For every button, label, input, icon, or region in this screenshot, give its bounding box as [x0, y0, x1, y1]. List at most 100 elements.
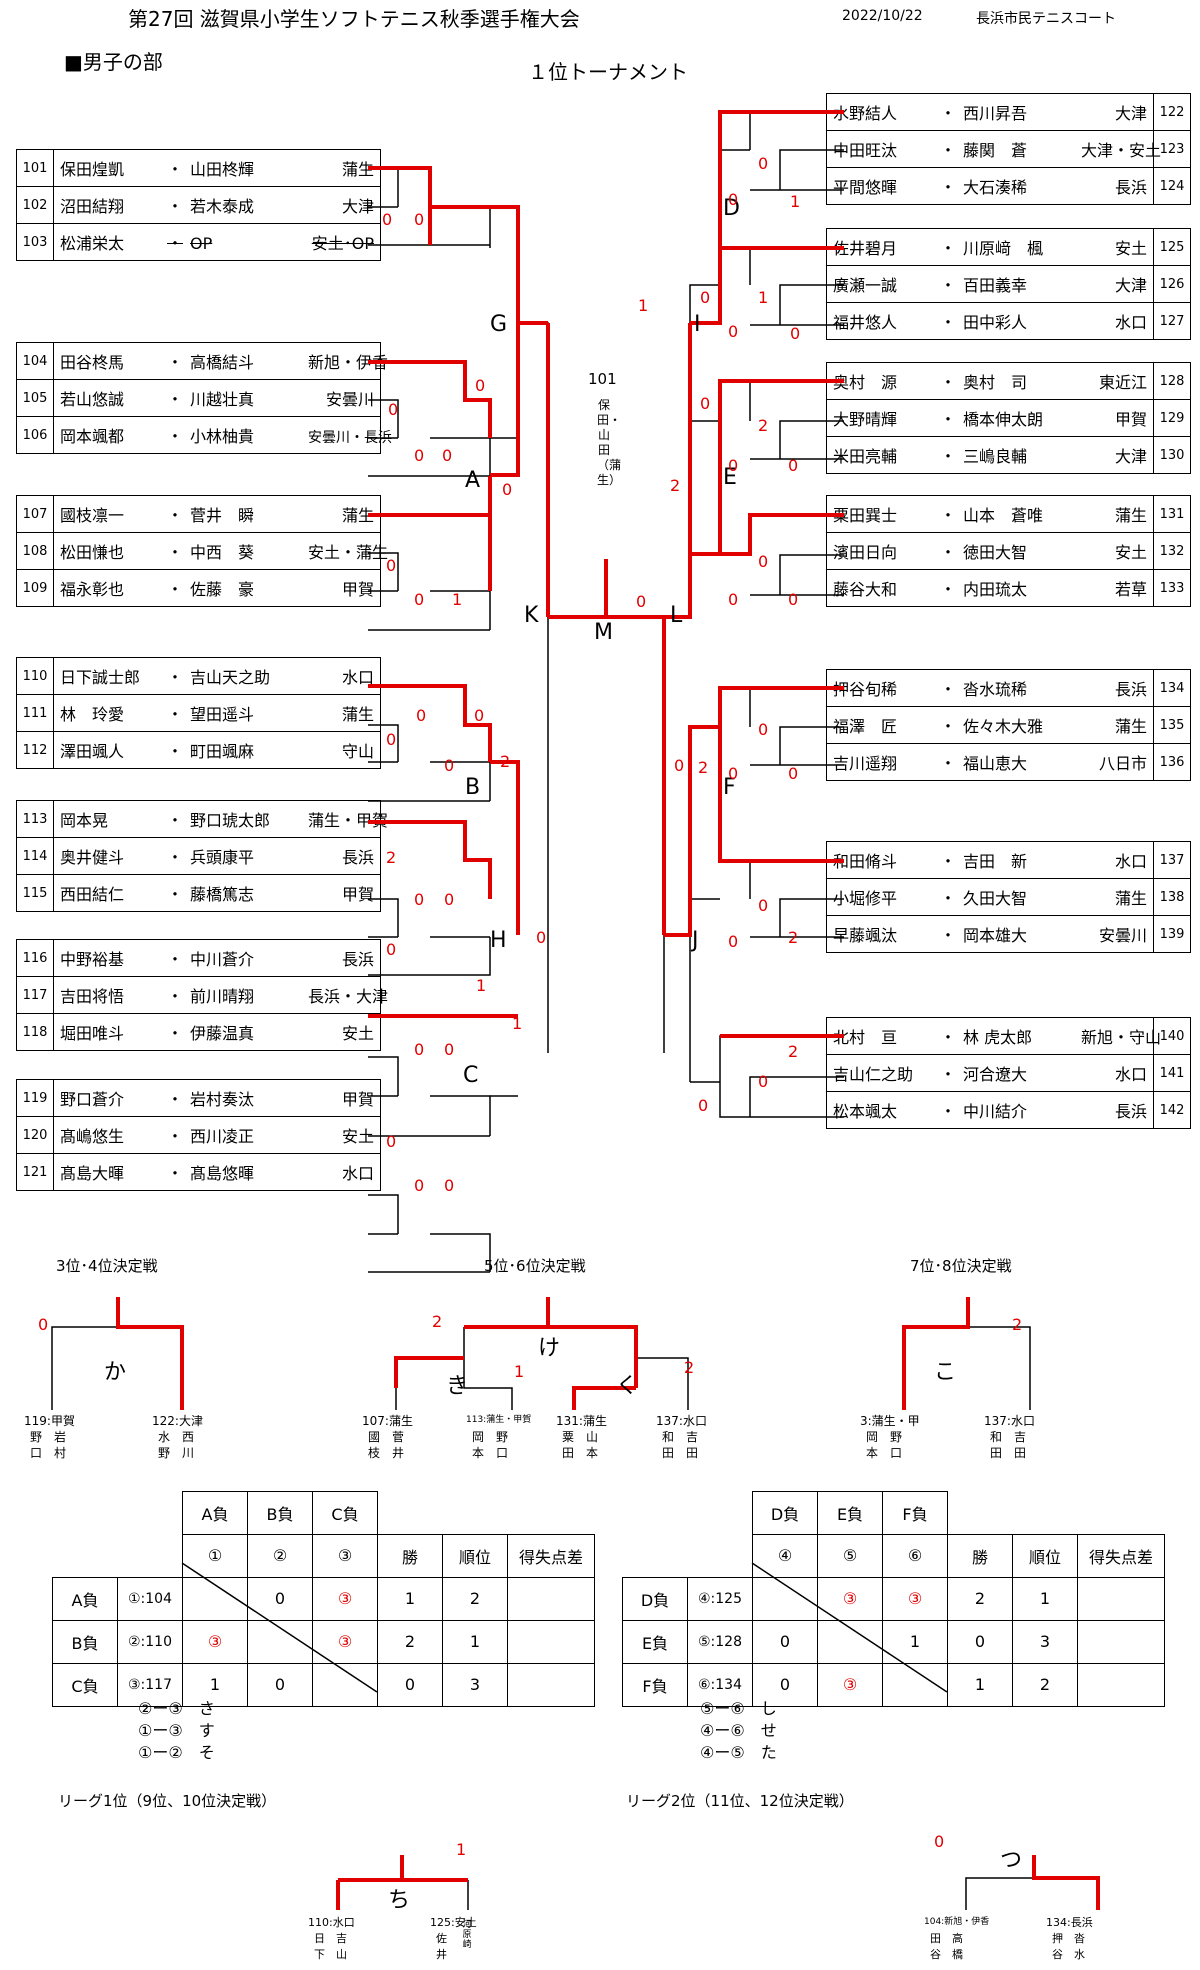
node-label-a: A [465, 468, 481, 493]
club: 蒲生 [1114, 717, 1147, 736]
player-2: 野口琥太郎 [190, 811, 271, 830]
player-1: 日下誠士郎 [60, 668, 141, 687]
separator: ・ [939, 313, 956, 332]
club: 蒲生 [341, 705, 374, 724]
match-score: 0 [728, 190, 739, 209]
match-score: 1 [638, 296, 649, 315]
node-label-l: L [670, 603, 683, 628]
league2-order-3: ④ー⑤ た [700, 1743, 777, 1762]
separator: ・ [166, 950, 183, 969]
league-col-header: F負 [882, 1491, 948, 1535]
player-2: 岩村奏汰 [190, 1090, 255, 1109]
final1-right-n2: 井 [436, 1948, 447, 1961]
player-2: 西川昇吾 [963, 104, 1028, 123]
p78-right-n1: 和 吉 [990, 1430, 1027, 1444]
pair-number: 107 [16, 495, 54, 533]
p56-entry-code: 137:水口 [656, 1414, 707, 1428]
club: 大津 [1114, 276, 1147, 295]
club: 大津 [341, 197, 374, 216]
league2-order-1: ⑤ー⑥ し [700, 1699, 777, 1718]
node-label-f: F [723, 775, 736, 800]
club: 甲賀 [341, 1090, 374, 1109]
match-score: 2 [500, 752, 511, 771]
player-2: 前川晴翔 [190, 987, 255, 1006]
league-win: 0 [377, 1662, 443, 1707]
pair-names: 沼田結翔・若木泰成大津 [53, 186, 381, 224]
match-score: 1 [758, 288, 769, 307]
league-col-circle: ① [182, 1533, 248, 1578]
pair-names: 早藤颯汰・岡本雄大安曇川 [826, 915, 1154, 953]
league-stat-header: 得失点差 [507, 1533, 595, 1578]
player-2: 林 虎太郎 [963, 1028, 1033, 1047]
league-cell: 0 [247, 1662, 313, 1707]
separator: ・ [939, 680, 956, 699]
league-cell: 0 [752, 1619, 818, 1664]
league-win: 1 [377, 1576, 443, 1621]
pair-number: 133 [1153, 569, 1191, 607]
league-cell: 0 [247, 1576, 313, 1621]
league-diagonal-cell [182, 1576, 248, 1621]
node-label-b: B [465, 775, 481, 800]
p78-left-code: 3:蒲生・甲 [860, 1414, 920, 1428]
final1-left-code: 110:水口 [308, 1916, 355, 1929]
match-score: 2 [670, 476, 681, 495]
pair-number: 126 [1153, 265, 1191, 303]
match-score: 0 [444, 1176, 455, 1195]
pair-number: 137 [1153, 841, 1191, 879]
event-venue: 長浜市民テニスコート [976, 11, 1116, 27]
pair-names: 福井悠人・田中彩人水口 [826, 302, 1154, 340]
player-2: 徳田大智 [963, 543, 1028, 562]
pair-number: 106 [16, 416, 54, 454]
p78-label: こ [934, 1360, 957, 1385]
league-col-header: D負 [752, 1491, 818, 1535]
league-cell: 1 [882, 1619, 948, 1664]
separator: ・ [939, 1065, 956, 1084]
pair-names: 吉川遥翔・福山恵大八日市 [826, 743, 1154, 781]
league-stat-header: 順位 [1012, 1533, 1078, 1578]
player-1: 米田亮輔 [833, 447, 898, 466]
club: 若草 [1114, 580, 1147, 599]
league-diff [507, 1619, 595, 1664]
player-2: 若木泰成 [190, 197, 255, 216]
club: 水口 [341, 668, 374, 687]
final2-right-n2: 谷 水 [1052, 1948, 1085, 1961]
club: 八日市 [1098, 754, 1147, 773]
player-2: 西川凌正 [190, 1127, 255, 1146]
club: 長浜・大津 [308, 987, 389, 1006]
player-1: 田谷柊馬 [60, 353, 125, 372]
match-score: 1 [476, 976, 487, 995]
separator: ・ [166, 1024, 183, 1043]
match-score: 2 [788, 928, 799, 947]
club: 長浜 [1114, 1102, 1147, 1121]
separator: ・ [166, 987, 183, 1006]
player-2: 髙島悠暉 [190, 1164, 255, 1183]
pair-names: 粟田巽士・山本 蒼唯蒲生 [826, 495, 1154, 533]
player-1: 佐井碧月 [833, 239, 898, 258]
pair-names: 奥井健斗・兵頭康平長浜 [53, 837, 381, 875]
match-score: 0 [758, 1072, 769, 1091]
p78-score: 2 [1012, 1315, 1023, 1334]
separator: ・ [939, 926, 956, 945]
p56-entry-n1: 和 吉 [662, 1430, 699, 1444]
league-col-circle: ⑥ [882, 1533, 948, 1578]
pair-number: 116 [16, 939, 54, 977]
separator: ・ [166, 811, 183, 830]
final2-title: リーグ2位（11位、12位決定戦） [626, 1792, 854, 1810]
match-score: 0 [790, 324, 801, 343]
